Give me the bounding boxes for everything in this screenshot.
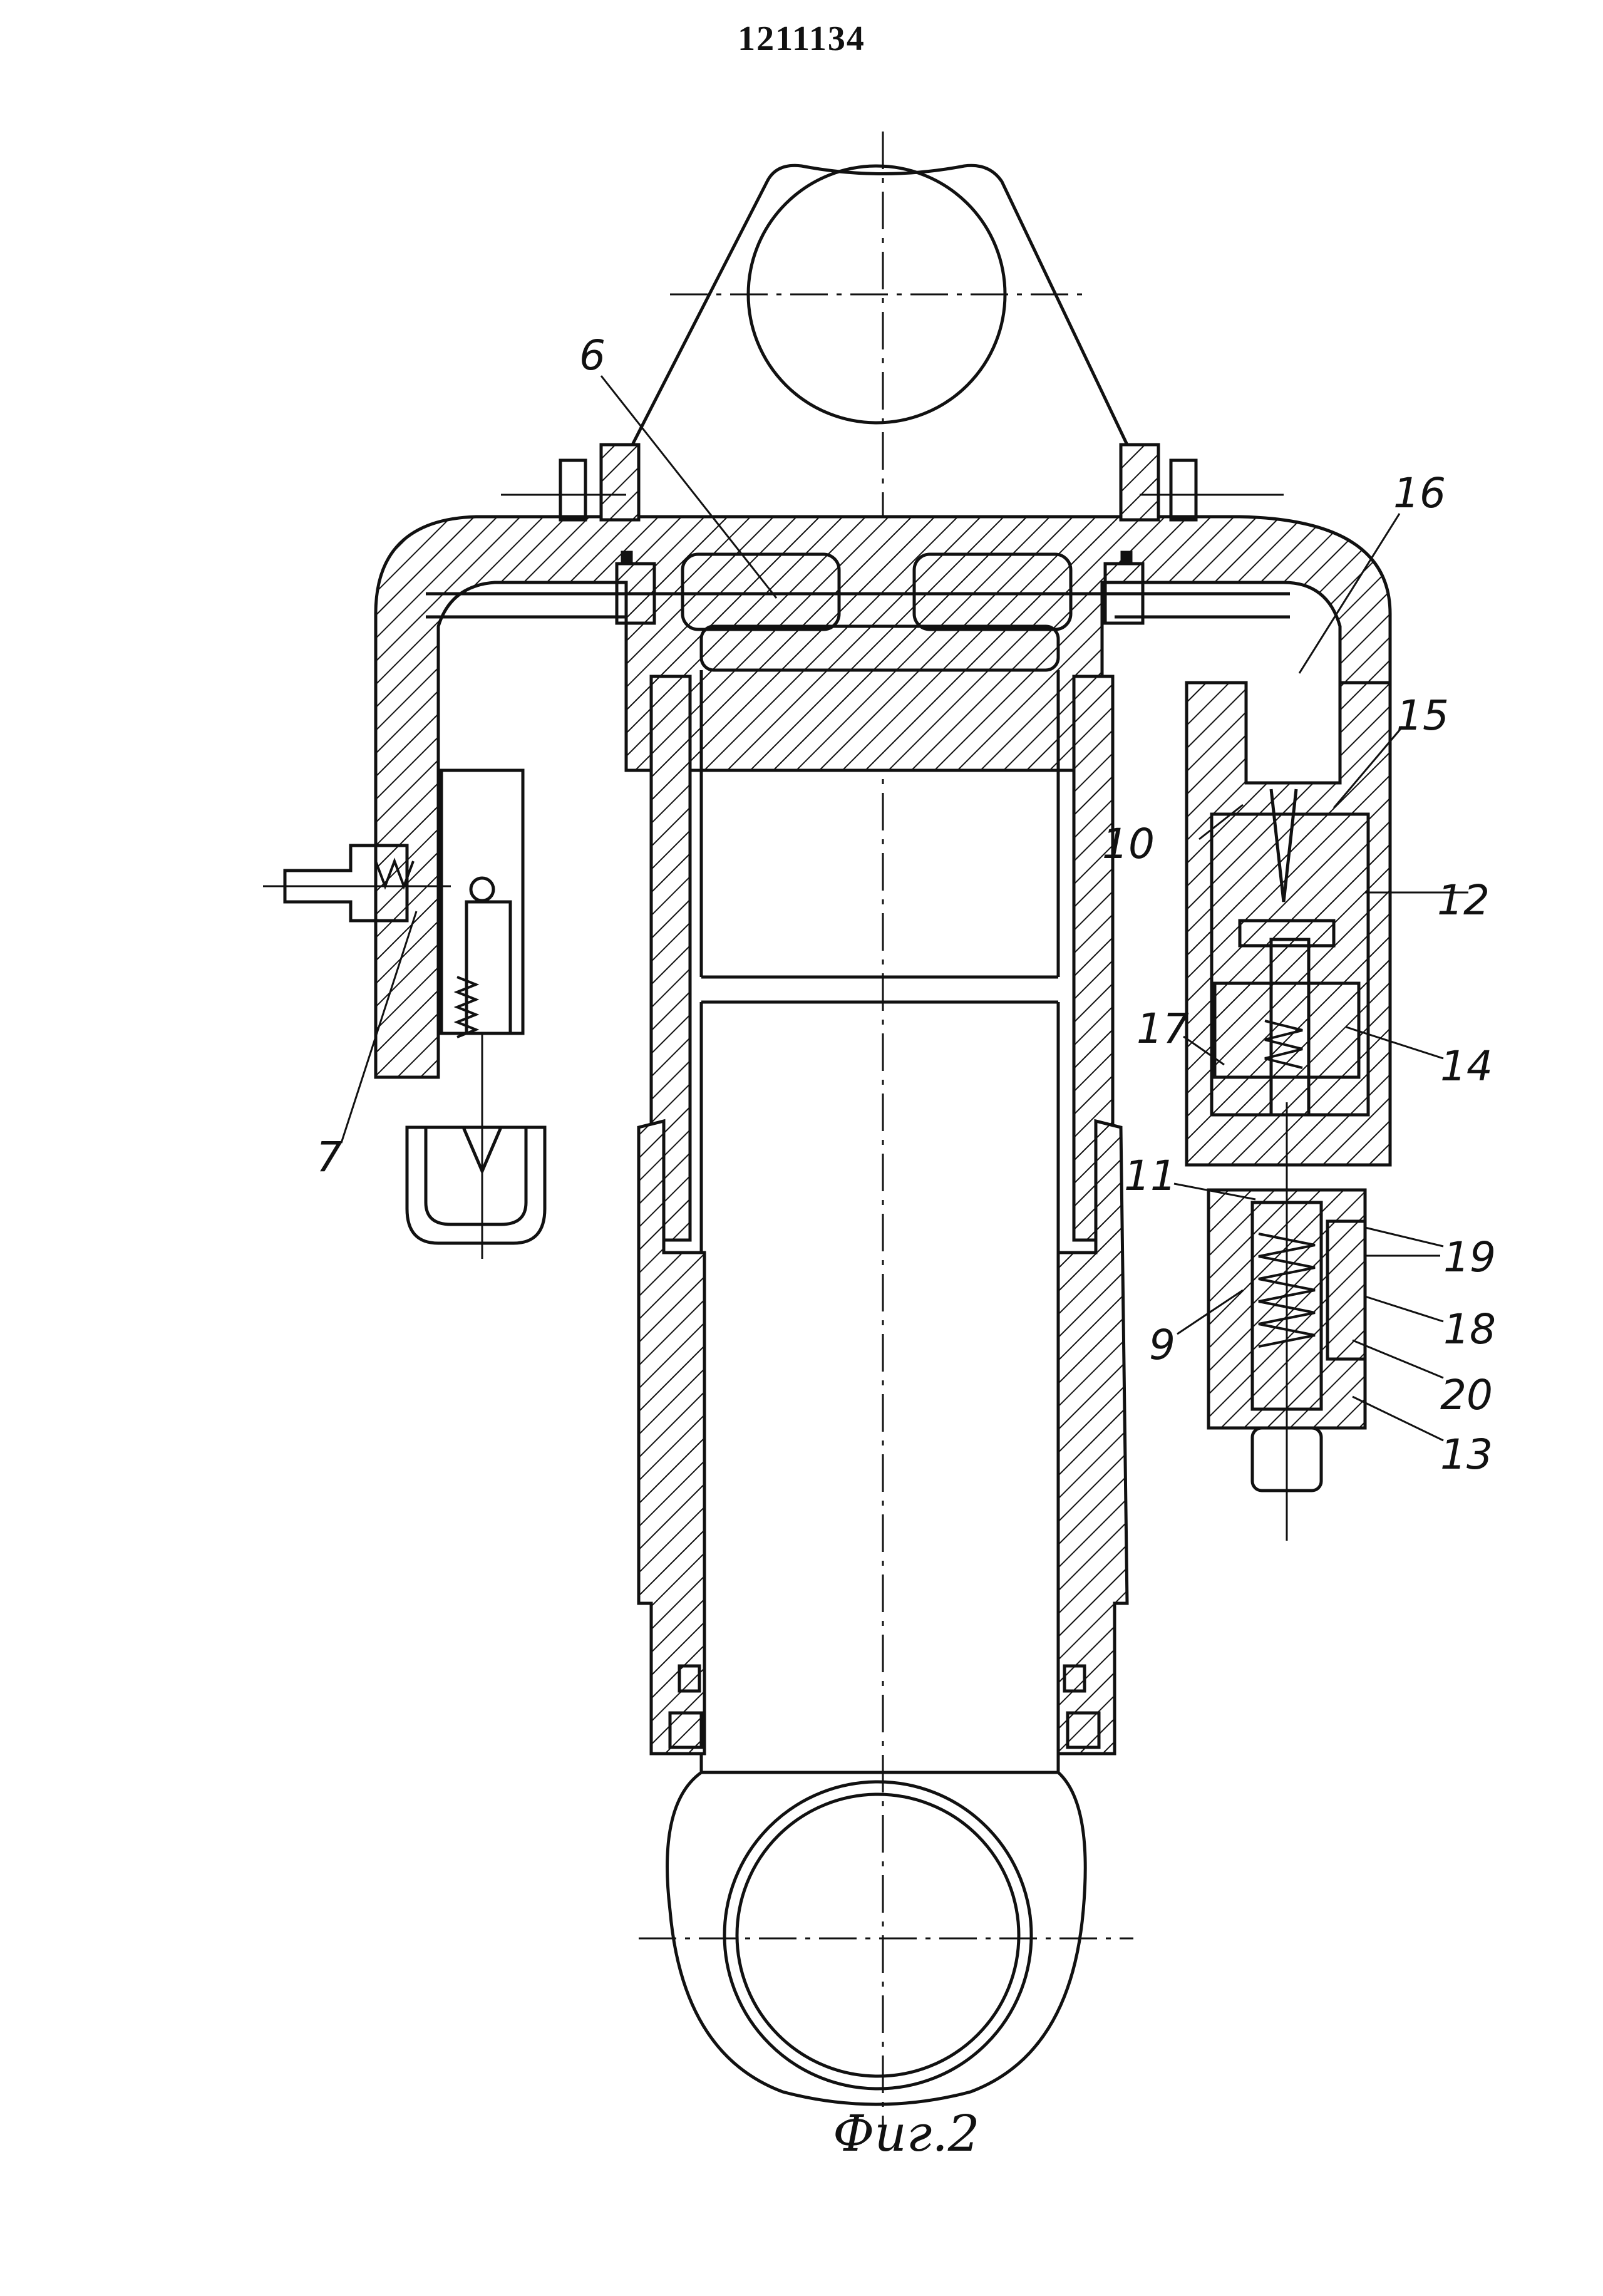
- top-lug: [631, 163, 1129, 446]
- callout-20: 20: [1440, 1371, 1493, 1419]
- left-valve: [263, 768, 547, 1259]
- callout-13: 13: [1440, 1430, 1493, 1479]
- cylinder-barrel: [637, 624, 1129, 1772]
- callout-6: 6: [579, 331, 606, 380]
- callout-17: 17: [1137, 1005, 1189, 1053]
- callout-11: 11: [1124, 1152, 1177, 1200]
- figure-caption: Фиг.2: [833, 2104, 980, 2163]
- callout-10: 10: [1102, 820, 1155, 868]
- callout-7: 7: [316, 1133, 343, 1181]
- callout-18: 18: [1443, 1305, 1496, 1353]
- document-number: 1211134: [738, 19, 865, 58]
- callout-12: 12: [1437, 876, 1490, 924]
- cylinder-head: [374, 443, 1392, 1079]
- callout-14: 14: [1440, 1042, 1493, 1090]
- callout-19: 19: [1443, 1233, 1496, 1281]
- callout-16: 16: [1393, 469, 1446, 517]
- leader-lines: [600, 375, 1468, 1442]
- callout-labels: 6 7 9 10 11 12 13 14 15 16 17 18 19 20: [316, 331, 1496, 1479]
- callout-15: 15: [1396, 691, 1449, 740]
- callout-9: 9: [1149, 1321, 1175, 1369]
- bottom-eye: [639, 1771, 1133, 2106]
- right-valve: [1185, 681, 1440, 1541]
